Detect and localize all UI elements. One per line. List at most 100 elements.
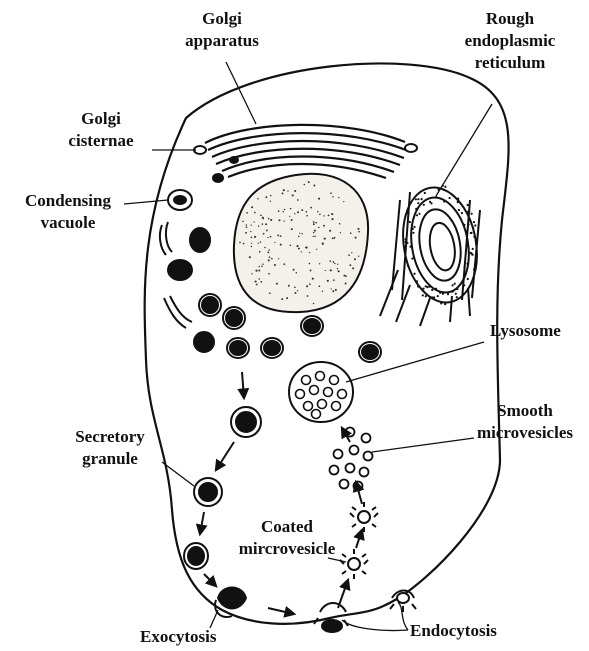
ribosome-dot bbox=[437, 295, 439, 297]
label-rough-er: Rough endoplasmic reticulum bbox=[440, 8, 580, 74]
ribosome-dot bbox=[414, 273, 416, 275]
chromatin-dot bbox=[322, 291, 323, 292]
label-golgi-apparatus: Golgi apparatus bbox=[162, 8, 282, 52]
chromatin-dot bbox=[343, 201, 344, 202]
chromatin-dot bbox=[315, 222, 317, 224]
ribosome-dot bbox=[456, 288, 458, 290]
label-condensing-vacuole-line2: vacuole bbox=[6, 212, 130, 234]
chromatin-dot bbox=[318, 198, 320, 200]
chromatin-dot bbox=[297, 290, 298, 291]
chromatin-dot bbox=[334, 237, 336, 239]
chromatin-dot bbox=[246, 226, 248, 228]
chromatin-dot bbox=[338, 197, 339, 198]
ribosome-dot bbox=[467, 278, 469, 280]
chromatin-dot bbox=[278, 219, 280, 221]
label-endocytosis: Endocytosis bbox=[410, 620, 497, 642]
chromatin-dot bbox=[251, 246, 252, 247]
chromatin-dot bbox=[331, 213, 333, 215]
chromatin-dot bbox=[264, 247, 266, 249]
chromatin-dot bbox=[354, 258, 356, 260]
ribosome-dot bbox=[468, 210, 470, 212]
ribosome-dot bbox=[412, 232, 414, 234]
chromatin-dot bbox=[278, 210, 280, 212]
chromatin-dot bbox=[290, 208, 292, 210]
chromatin-dot bbox=[295, 292, 297, 294]
chromatin-dot bbox=[271, 258, 273, 260]
chromatin-dot bbox=[308, 181, 310, 183]
chromatin-dot bbox=[242, 221, 244, 223]
chromatin-dot bbox=[332, 238, 334, 240]
chromatin-dot bbox=[306, 285, 308, 287]
chromatin-dot bbox=[313, 236, 314, 237]
chromatin-dot bbox=[306, 247, 308, 249]
chromatin-dot bbox=[334, 263, 335, 264]
chromatin-dot bbox=[283, 263, 285, 265]
ribosome-dot bbox=[449, 197, 451, 199]
chromatin-dot bbox=[343, 275, 345, 277]
chromatin-dot bbox=[267, 237, 268, 238]
chromatin-dot bbox=[262, 217, 264, 219]
chromatin-dot bbox=[312, 278, 314, 280]
chromatin-dot bbox=[317, 211, 318, 212]
chromatin-dot bbox=[335, 289, 337, 291]
ribosome-dot bbox=[452, 290, 454, 292]
label-coated-microvesicle: Coated mircrovesicle bbox=[222, 516, 352, 560]
chromatin-dot bbox=[325, 270, 326, 271]
ribosome-dot bbox=[415, 208, 417, 210]
lysosome-vesicle bbox=[316, 372, 325, 381]
chromatin-dot bbox=[313, 232, 314, 233]
chromatin-dot bbox=[296, 272, 298, 274]
ribosome-dot bbox=[416, 214, 418, 216]
chromatin-dot bbox=[268, 259, 270, 261]
label-smooth-microvesicles-line1: Smooth bbox=[466, 400, 584, 422]
ribosome-dot bbox=[439, 292, 441, 294]
chromatin-dot bbox=[274, 242, 275, 243]
label-golgi-cisternae: Golgi cisternae bbox=[46, 108, 156, 152]
ribosome-dot bbox=[417, 198, 419, 200]
chromatin-dot bbox=[257, 198, 259, 200]
ribosome-dot bbox=[407, 265, 409, 267]
chromatin-dot bbox=[301, 233, 302, 234]
lysosome-vesicle bbox=[296, 390, 305, 399]
chromatin-dot bbox=[268, 273, 270, 275]
ribosome-dot bbox=[409, 246, 411, 248]
smooth-microvesicle bbox=[362, 434, 371, 443]
label-condensing-vacuole: Condensing vacuole bbox=[6, 190, 130, 234]
smooth-microvesicle bbox=[360, 468, 369, 477]
chromatin-dot bbox=[322, 242, 323, 243]
chromatin-dot bbox=[327, 280, 329, 282]
lysosome-vesicle bbox=[318, 400, 327, 409]
label-endocytosis-text: Endocytosis bbox=[410, 621, 497, 640]
label-secretory-granule-line1: Secretory bbox=[54, 426, 166, 448]
chromatin-dot bbox=[278, 258, 279, 259]
ribosome-dot bbox=[413, 226, 415, 228]
ribosome-dot bbox=[422, 294, 424, 296]
ribosome-dot bbox=[473, 236, 475, 238]
ribosome-dot bbox=[444, 186, 446, 188]
ribosome-dot bbox=[407, 213, 409, 215]
label-exocytosis-text: Exocytosis bbox=[140, 627, 217, 646]
chromatin-dot bbox=[277, 234, 279, 236]
ribosome-dot bbox=[444, 303, 446, 305]
chromatin-dot bbox=[263, 233, 265, 235]
chromatin-dot bbox=[319, 263, 320, 264]
chromatin-dot bbox=[284, 209, 286, 211]
chromatin-dot bbox=[319, 214, 321, 216]
nucleus bbox=[234, 174, 368, 312]
chromatin-dot bbox=[350, 232, 352, 234]
chromatin-dot bbox=[260, 241, 261, 242]
lysosome-shape bbox=[289, 362, 353, 422]
ribosome-dot bbox=[423, 204, 425, 206]
smooth-microvesicle bbox=[346, 464, 355, 473]
label-coated-microvesicle-line2: mircrovesicle bbox=[222, 538, 352, 560]
ribosome-dot bbox=[428, 286, 430, 288]
chromatin-dot bbox=[314, 230, 316, 232]
chromatin-dot bbox=[283, 220, 284, 221]
label-secretory-granule: Secretory granule bbox=[54, 426, 166, 470]
chromatin-dot bbox=[270, 219, 272, 221]
chromatin-dot bbox=[330, 192, 332, 194]
label-rough-er-line3: reticulum bbox=[440, 52, 580, 74]
chromatin-dot bbox=[245, 232, 247, 234]
rough-er-shape bbox=[380, 182, 486, 326]
ribosome-dot bbox=[443, 189, 445, 191]
